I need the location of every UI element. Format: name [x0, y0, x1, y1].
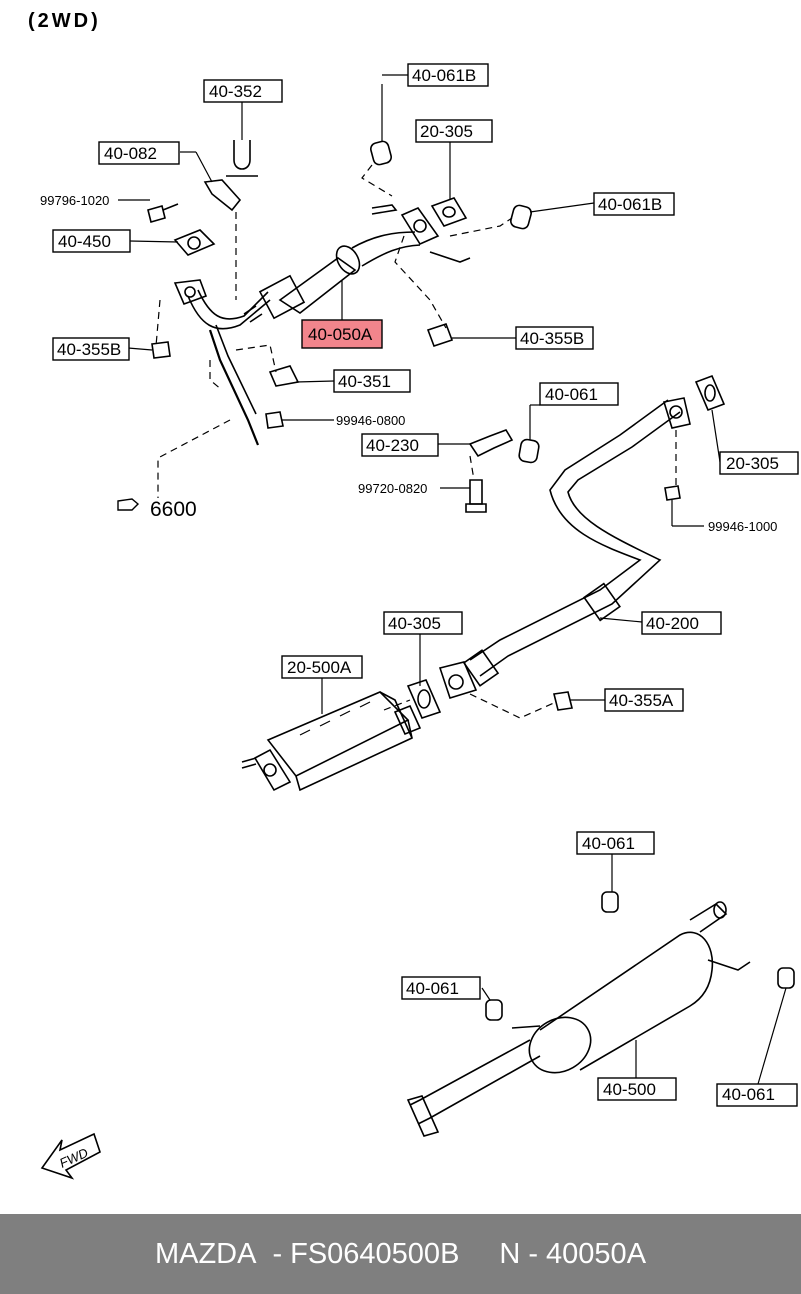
- label-box-40-500: [597, 1077, 677, 1101]
- label-40-500: 40-500: [603, 1080, 656, 1099]
- label-99946-0800: 99946-0800: [336, 413, 405, 428]
- dashed-lines: [155, 164, 677, 719]
- label-40-061-mid: 40-061: [545, 385, 598, 404]
- leader-lines: [118, 74, 787, 1085]
- n-label: N: [499, 1237, 521, 1270]
- label-40-061-low-top: 40-061: [582, 834, 635, 853]
- label-40-061B-right: 40-061B: [598, 195, 662, 214]
- catalytic-converter-drawing: [241, 691, 422, 792]
- label-20-500A: 20-500A: [287, 658, 352, 677]
- label-box-40-050A: [301, 319, 383, 349]
- label-box-40-355B-left: [52, 337, 130, 361]
- label-40-082: 40-082: [104, 144, 157, 163]
- label-box-40-355A: [604, 688, 684, 712]
- label-40-305: 40-305: [388, 614, 441, 633]
- caption-bar: MAZDA - FS0640500B N - 40050A: [0, 1214, 801, 1294]
- label-20-305-right: 20-305: [726, 454, 779, 473]
- front-pipe-drawing: [173, 231, 421, 446]
- label-99796-1020: 99796-1020: [40, 193, 109, 208]
- label-box-40-061-low-top: [576, 831, 655, 855]
- pointer-icon: [117, 498, 140, 511]
- label-40-351: 40-351: [338, 372, 391, 391]
- callout-labels: 40-352 40-061B 40-082 20-305 99796-1020 …: [40, 63, 799, 1107]
- label-40-355B-right: 40-355B: [520, 329, 584, 348]
- label-box-40-061-low-left: [401, 976, 481, 1000]
- gasket-40-450-drawing: [173, 229, 216, 256]
- separator-dash: -: [272, 1237, 283, 1270]
- label-20-305-top: 20-305: [420, 122, 473, 141]
- label-box-40-355B-right: [515, 326, 594, 350]
- rear-muffler-drawing: [406, 901, 751, 1137]
- highlight-box: [302, 320, 382, 348]
- label-box-40-061-low-right: [716, 1083, 798, 1107]
- label-40-061B-top: 40-061B: [412, 66, 476, 85]
- brand-name: MAZDA: [154, 1237, 257, 1270]
- label-box-40-352: [203, 79, 283, 103]
- label-40-050A: 40-050A: [308, 325, 373, 344]
- intermediate-pipe-drawing: [438, 397, 691, 699]
- label-40-355A: 40-355A: [609, 691, 674, 710]
- label-99946-1000: 99946-1000: [708, 519, 777, 534]
- n-value: 40050A: [546, 1237, 647, 1270]
- drawing-lines: [147, 140, 795, 1137]
- variant-label: (2WD): [28, 10, 101, 32]
- label-40-450: 40-450: [58, 232, 111, 251]
- label-box-40-061B-top: [407, 63, 489, 87]
- label-40-230: 40-230: [366, 436, 419, 455]
- label-box-40-061B-right: [593, 192, 675, 216]
- label-40-061-low-right: 40-061: [722, 1085, 775, 1104]
- label-40-061-low-left: 40-061: [406, 979, 459, 998]
- fwd-arrow-icon: FWD: [40, 1132, 101, 1180]
- label-6600: 6600: [150, 498, 197, 521]
- label-40-355B-left: 40-355B: [57, 340, 121, 359]
- label-box-20-305-top: [415, 119, 493, 143]
- label-box-40-351: [333, 369, 411, 393]
- part-number: FS0640500B: [290, 1237, 460, 1270]
- label-99720-0820: 99720-0820: [358, 481, 427, 496]
- label-box-40-061-mid: [539, 382, 619, 406]
- label-box-40-230: [361, 433, 439, 457]
- label-box-20-305-right: [719, 451, 799, 475]
- label-box-20-500A: [281, 655, 363, 679]
- label-box-40-200: [641, 611, 722, 635]
- label-box-40-082: [98, 141, 180, 165]
- label-40-200: 40-200: [646, 614, 699, 633]
- label-40-352: 40-352: [209, 82, 262, 101]
- exhaust-system-diagram: (2WD): [28, 10, 799, 1180]
- separator-dash-2: -: [528, 1237, 539, 1270]
- label-box-40-305: [383, 611, 463, 635]
- label-box-40-450: [52, 229, 131, 253]
